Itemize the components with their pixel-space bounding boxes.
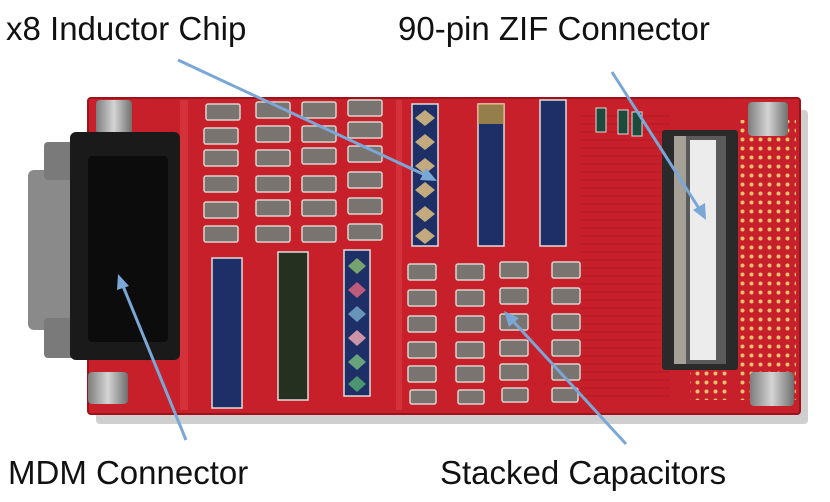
caption-zif-connector: 90-pin ZIF Connector xyxy=(398,10,710,47)
caption-inductor-chip: x8 Inductor Chip xyxy=(6,10,247,47)
zif-connector xyxy=(662,130,738,370)
capacitor-grid-upper xyxy=(203,99,383,243)
capacitor-grid-lower xyxy=(407,261,581,405)
resistors xyxy=(595,107,643,137)
standoff-screws xyxy=(88,100,794,406)
annotation-arrows xyxy=(117,58,706,446)
caption-mdm-connector: MDM Connector xyxy=(8,454,249,491)
inductor-chips-lower xyxy=(211,249,371,409)
mdm-connector xyxy=(28,132,180,360)
caption-stacked-capacitors: Stacked Capacitors xyxy=(440,454,727,491)
inductor-chips-upper xyxy=(411,99,567,247)
